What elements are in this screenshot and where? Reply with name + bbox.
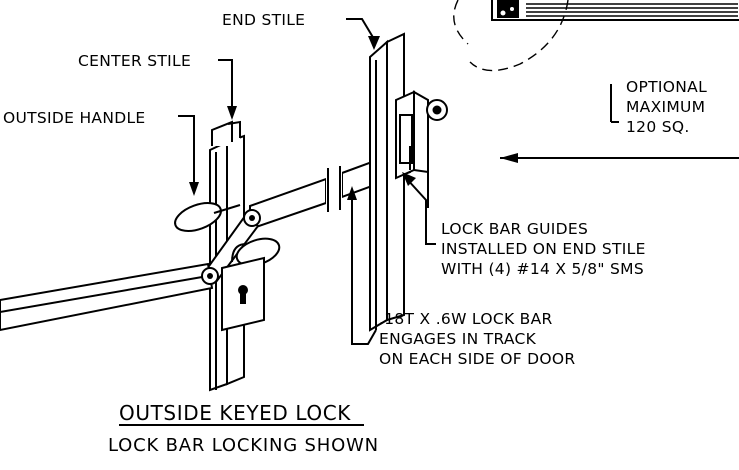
end-stile [369, 32, 405, 332]
lockbar-label-line2: ENGAGES IN TRACK [379, 330, 537, 348]
end-stile-label: END STILE [222, 11, 305, 29]
optional-label-line2: MAXIMUM [626, 98, 705, 116]
outside-handle-label: OUTSIDE HANDLE [3, 109, 146, 127]
lockbar-label-line1: .18T X .6W LOCK BAR [379, 310, 553, 328]
title-block: OUTSIDE KEYED LOCK LOCK BAR LOCKING SHOW… [108, 401, 379, 456]
labels: END STILE CENTER STILE OUTSIDE HANDLE OP… [3, 11, 707, 368]
padlock [221, 237, 281, 332]
diagram-subtitle: LOCK BAR LOCKING SHOWN [108, 435, 379, 456]
leaders [178, 18, 436, 345]
guides-label-line3: WITH (4) #14 X 5/8" SMS [441, 260, 644, 278]
optional-label-line1: OPTIONAL [626, 78, 707, 96]
detail-inset [453, 0, 739, 163]
diagram-title: OUTSIDE KEYED LOCK [119, 401, 351, 425]
guides-label-line1: LOCK BAR GUIDES [441, 220, 588, 238]
center-stile-label: CENTER STILE [78, 52, 191, 70]
lock-bar-guides [395, 90, 448, 180]
guides-label-line2: INSTALLED ON END STILE [441, 240, 646, 258]
outside-handle-linkage [0, 202, 261, 332]
optional-label-line3: 120 SQ. [626, 118, 690, 136]
lockbar-label-line3: ON EACH SIDE OF DOOR [379, 350, 575, 368]
